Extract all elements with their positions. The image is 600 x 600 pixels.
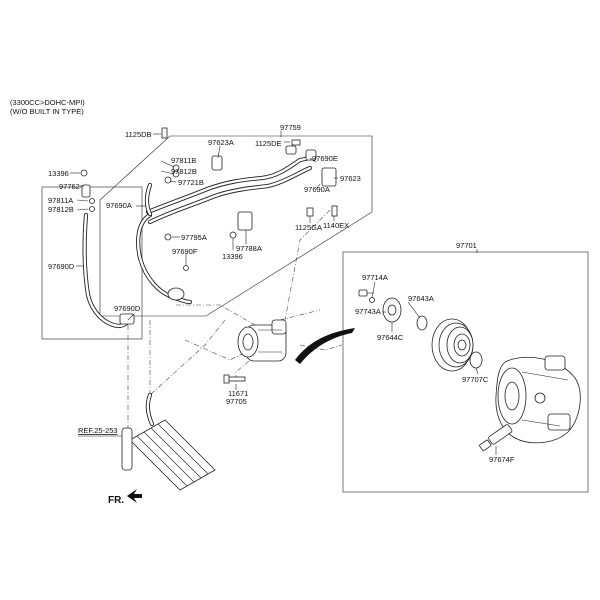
part-label-97690a-left: 97690A (106, 201, 132, 210)
suction-hose-lower (136, 212, 193, 305)
hose-fitting (305, 149, 317, 161)
part-label-97690d-left: 97690D (48, 262, 75, 271)
part-label-97705: 97705 (226, 397, 247, 406)
bolt (291, 139, 301, 146)
liquid-tube-fitting (81, 184, 91, 198)
front-label: FR. (108, 495, 124, 506)
ref-label: REF.25-253 (78, 426, 118, 435)
bolt (161, 127, 168, 139)
part-label-97743a: 97743A (355, 307, 381, 316)
nut (80, 169, 88, 177)
connection-line (149, 319, 226, 396)
nut (229, 231, 237, 239)
hose-bracket (321, 167, 337, 187)
compressor-installed (237, 319, 287, 362)
part-label-97812b-top: 97812B (171, 167, 197, 176)
o-ring (89, 198, 95, 204)
part-label-97721b: 97721B (178, 178, 204, 187)
hose-clamp (237, 211, 253, 231)
part-label-97644c: 97644C (377, 333, 404, 342)
part-label-97707c: 97707C (462, 375, 489, 384)
pressure-switch (479, 424, 513, 452)
bolt (331, 205, 338, 217)
hose-fitting (285, 145, 297, 155)
part-label-97811b: 97811B (171, 156, 196, 165)
bearing-ring (469, 351, 483, 369)
part-label-97674f: 97674F (489, 455, 515, 464)
service-port (164, 176, 172, 184)
part-label-97788a: 97788A (236, 244, 262, 253)
suction-hose (147, 165, 313, 225)
part-label-97762: 97762 (59, 182, 80, 191)
valve-fitting (164, 233, 172, 241)
compressor-assembly-frame (342, 251, 589, 493)
discharge-hose-lower (144, 182, 153, 217)
o-ring (89, 206, 95, 212)
condenser (121, 392, 216, 491)
valve-fitting (183, 265, 189, 271)
part-label-97690e: 97690E (312, 154, 338, 163)
front-arrow (127, 489, 142, 503)
leader-lines (70, 131, 497, 455)
hub-bolt (358, 289, 374, 297)
part-label-1125db: 1125DB (125, 130, 152, 139)
snap-ring (416, 315, 428, 331)
part-label-97690d-bottom: 97690D (114, 304, 141, 313)
part-label-97812b-left: 97812B (48, 205, 74, 214)
part-label-1125ga: 1125GA (295, 223, 322, 232)
part-label-97643a: 97643A (408, 294, 434, 303)
hose-clamp (211, 155, 223, 171)
part-label-97701: 97701 (456, 241, 477, 250)
engine-spec-note: (3300CC>DOHC-MPI) (W/O BUILT IN TYPE) (10, 98, 85, 116)
part-label-97811a: 97811A (48, 196, 73, 205)
part-label-97623a: 97623A (208, 138, 234, 147)
part-label-13396-left: 13396 (48, 169, 69, 178)
muffler (167, 287, 185, 301)
connection-line (279, 309, 321, 321)
part-label-1140ex: 1140EX (323, 221, 349, 230)
liquid-tube-fitting (119, 313, 135, 325)
part-label-13396-center: 13396 (222, 252, 243, 261)
connection-line (176, 304, 256, 326)
part-label-97795a: 97795A (181, 233, 207, 242)
pulley (431, 318, 474, 372)
clutch-hub (382, 297, 402, 323)
bolt (306, 207, 314, 217)
compressor-bolt (223, 374, 246, 384)
engine-spec-line2: (W/O BUILT IN TYPE) (10, 107, 84, 116)
part-label-11671: 11671 (228, 389, 248, 398)
compressor-body (495, 355, 581, 444)
shim-washer (369, 297, 375, 303)
part-label-97714a: 97714A (362, 273, 388, 282)
hose-assembly-frame (99, 135, 373, 317)
part-label-1125de: 1125DE (255, 139, 282, 148)
part-label-97623: 97623 (340, 174, 361, 183)
discharge-hose (145, 155, 313, 215)
part-label-97759: 97759 (280, 123, 301, 132)
part-label-97690a-right: 97690A (304, 185, 330, 194)
connection-line (299, 344, 343, 351)
connection-line (284, 209, 331, 321)
part-label-97690f: 97690F (172, 247, 198, 256)
callout-arrow (295, 328, 355, 364)
engine-spec-line1: (3300CC>DOHC-MPI) (10, 98, 85, 107)
